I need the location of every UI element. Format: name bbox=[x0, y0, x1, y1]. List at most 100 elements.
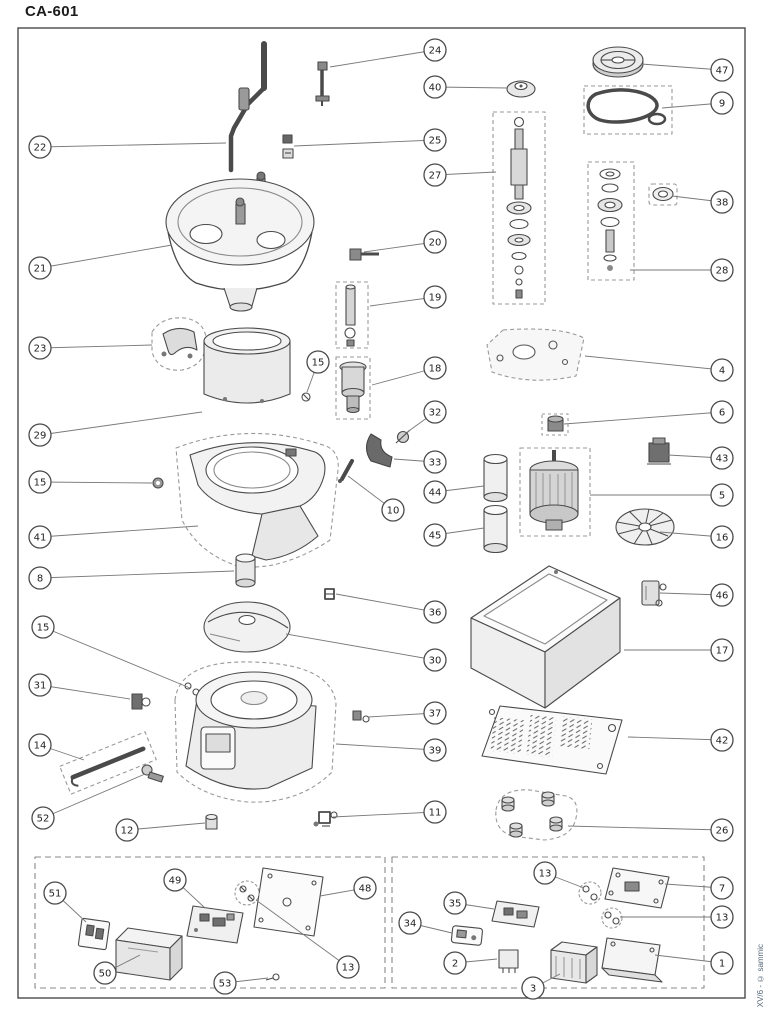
callout-15: 15 bbox=[306, 350, 330, 374]
part-pulley-47 bbox=[592, 46, 644, 78]
part-bracket-31 bbox=[131, 693, 151, 710]
svg-text:20: 20 bbox=[429, 238, 442, 249]
part-screws-13a bbox=[234, 880, 260, 906]
callout-46: 46 bbox=[710, 583, 734, 607]
svg-text:35: 35 bbox=[449, 899, 462, 910]
svg-text:42: 42 bbox=[716, 736, 729, 747]
electrical-box-left bbox=[34, 856, 386, 989]
leader-line-25 bbox=[293, 139, 436, 147]
leader-line-41 bbox=[39, 525, 199, 538]
callout-43: 43 bbox=[710, 446, 734, 470]
svg-text:11: 11 bbox=[429, 808, 442, 819]
leader-line-26 bbox=[567, 825, 723, 831]
callout-32: 32 bbox=[423, 400, 447, 424]
callout-11: 11 bbox=[423, 800, 447, 824]
part-clip-set-25 bbox=[282, 134, 294, 159]
callout-13: 13 bbox=[533, 861, 557, 885]
part-bracket-plate-1 bbox=[601, 937, 663, 983]
part-bearing-stack-28 bbox=[587, 161, 635, 281]
callout-9: 9 bbox=[710, 91, 734, 115]
svg-text:33: 33 bbox=[429, 458, 442, 469]
callout-31: 31 bbox=[28, 673, 52, 697]
callout-34: 34 bbox=[398, 911, 422, 935]
part-mounting-plate-48 bbox=[253, 867, 324, 937]
svg-text:45: 45 bbox=[429, 531, 442, 542]
callout-1: 1 bbox=[710, 951, 734, 975]
callout-44: 44 bbox=[423, 480, 447, 504]
callout-3: 3 bbox=[521, 976, 545, 1000]
svg-text:15: 15 bbox=[37, 623, 50, 634]
callout-30: 30 bbox=[423, 648, 447, 672]
part-bushing-6 bbox=[541, 413, 569, 436]
electrical-box-right bbox=[391, 856, 705, 989]
callout-29: 29 bbox=[28, 423, 52, 447]
part-spacer-45 bbox=[483, 504, 508, 554]
part-belt-9 bbox=[583, 85, 673, 135]
part-plug-12 bbox=[205, 813, 218, 830]
leader-line-42 bbox=[627, 736, 723, 741]
svg-text:29: 29 bbox=[34, 431, 47, 442]
part-screws-13c bbox=[601, 907, 623, 929]
svg-text:3: 3 bbox=[530, 984, 536, 995]
leader-line-11 bbox=[332, 811, 436, 818]
callout-42: 42 bbox=[710, 728, 734, 752]
leader-line-30 bbox=[285, 633, 436, 661]
callout-49: 49 bbox=[163, 868, 187, 892]
svg-text:34: 34 bbox=[404, 919, 417, 930]
callout-22: 22 bbox=[28, 135, 52, 159]
svg-text:26: 26 bbox=[716, 826, 729, 837]
part-cover-housing-41 bbox=[175, 432, 339, 569]
callout-20: 20 bbox=[423, 230, 447, 254]
callout-7: 7 bbox=[710, 876, 734, 900]
svg-text:44: 44 bbox=[429, 488, 442, 499]
part-spacer-44 bbox=[483, 453, 508, 503]
callout-26: 26 bbox=[710, 818, 734, 842]
part-housing-box-17 bbox=[470, 565, 621, 709]
part-pin-10 bbox=[338, 459, 354, 483]
part-shaft-rod-14 bbox=[59, 731, 157, 795]
part-screw-53 bbox=[265, 973, 280, 981]
callout-45: 45 bbox=[423, 523, 447, 547]
part-bearing-38 bbox=[648, 183, 678, 206]
callout-33: 33 bbox=[423, 450, 447, 474]
part-vent-plate-42 bbox=[481, 705, 623, 775]
part-feet-set-26 bbox=[495, 789, 578, 841]
svg-text:41: 41 bbox=[34, 533, 47, 544]
svg-text:49: 49 bbox=[169, 876, 182, 887]
part-bearing-sleeve-18 bbox=[335, 356, 371, 420]
part-screw-15a bbox=[301, 392, 311, 402]
svg-text:47: 47 bbox=[716, 66, 729, 77]
svg-text:23: 23 bbox=[34, 344, 47, 355]
callout-15: 15 bbox=[31, 615, 55, 639]
leader-line-39 bbox=[335, 743, 436, 751]
part-nut-15b bbox=[152, 477, 164, 489]
svg-text:46: 46 bbox=[716, 591, 729, 602]
svg-text:13: 13 bbox=[342, 963, 355, 974]
part-hopper-lid-21 bbox=[165, 171, 315, 312]
leader-line-15 bbox=[39, 481, 153, 484]
svg-text:27: 27 bbox=[429, 171, 442, 182]
svg-text:39: 39 bbox=[429, 746, 442, 757]
svg-text:18: 18 bbox=[429, 364, 442, 375]
callout-4: 4 bbox=[710, 358, 734, 382]
callout-5: 5 bbox=[710, 483, 734, 507]
callout-17: 17 bbox=[710, 638, 734, 662]
svg-text:24: 24 bbox=[429, 46, 442, 57]
callout-8: 8 bbox=[28, 566, 52, 590]
part-motor-5 bbox=[519, 447, 591, 537]
part-transformer-50 bbox=[115, 927, 183, 981]
part-capacitor-bracket-43 bbox=[647, 437, 671, 465]
svg-text:28: 28 bbox=[716, 266, 729, 277]
callout-12: 12 bbox=[115, 818, 139, 842]
svg-text:5: 5 bbox=[719, 491, 725, 502]
part-grease-fitting-52 bbox=[141, 764, 164, 783]
leader-line-8 bbox=[39, 570, 235, 579]
part-keypad-34 bbox=[450, 925, 484, 946]
svg-text:25: 25 bbox=[429, 136, 442, 147]
part-foot-spacer-8 bbox=[235, 553, 256, 588]
part-clamp-11 bbox=[313, 811, 338, 827]
callout-18: 18 bbox=[423, 356, 447, 380]
part-slicing-disc-30 bbox=[203, 601, 291, 653]
svg-text:7: 7 bbox=[719, 884, 725, 895]
